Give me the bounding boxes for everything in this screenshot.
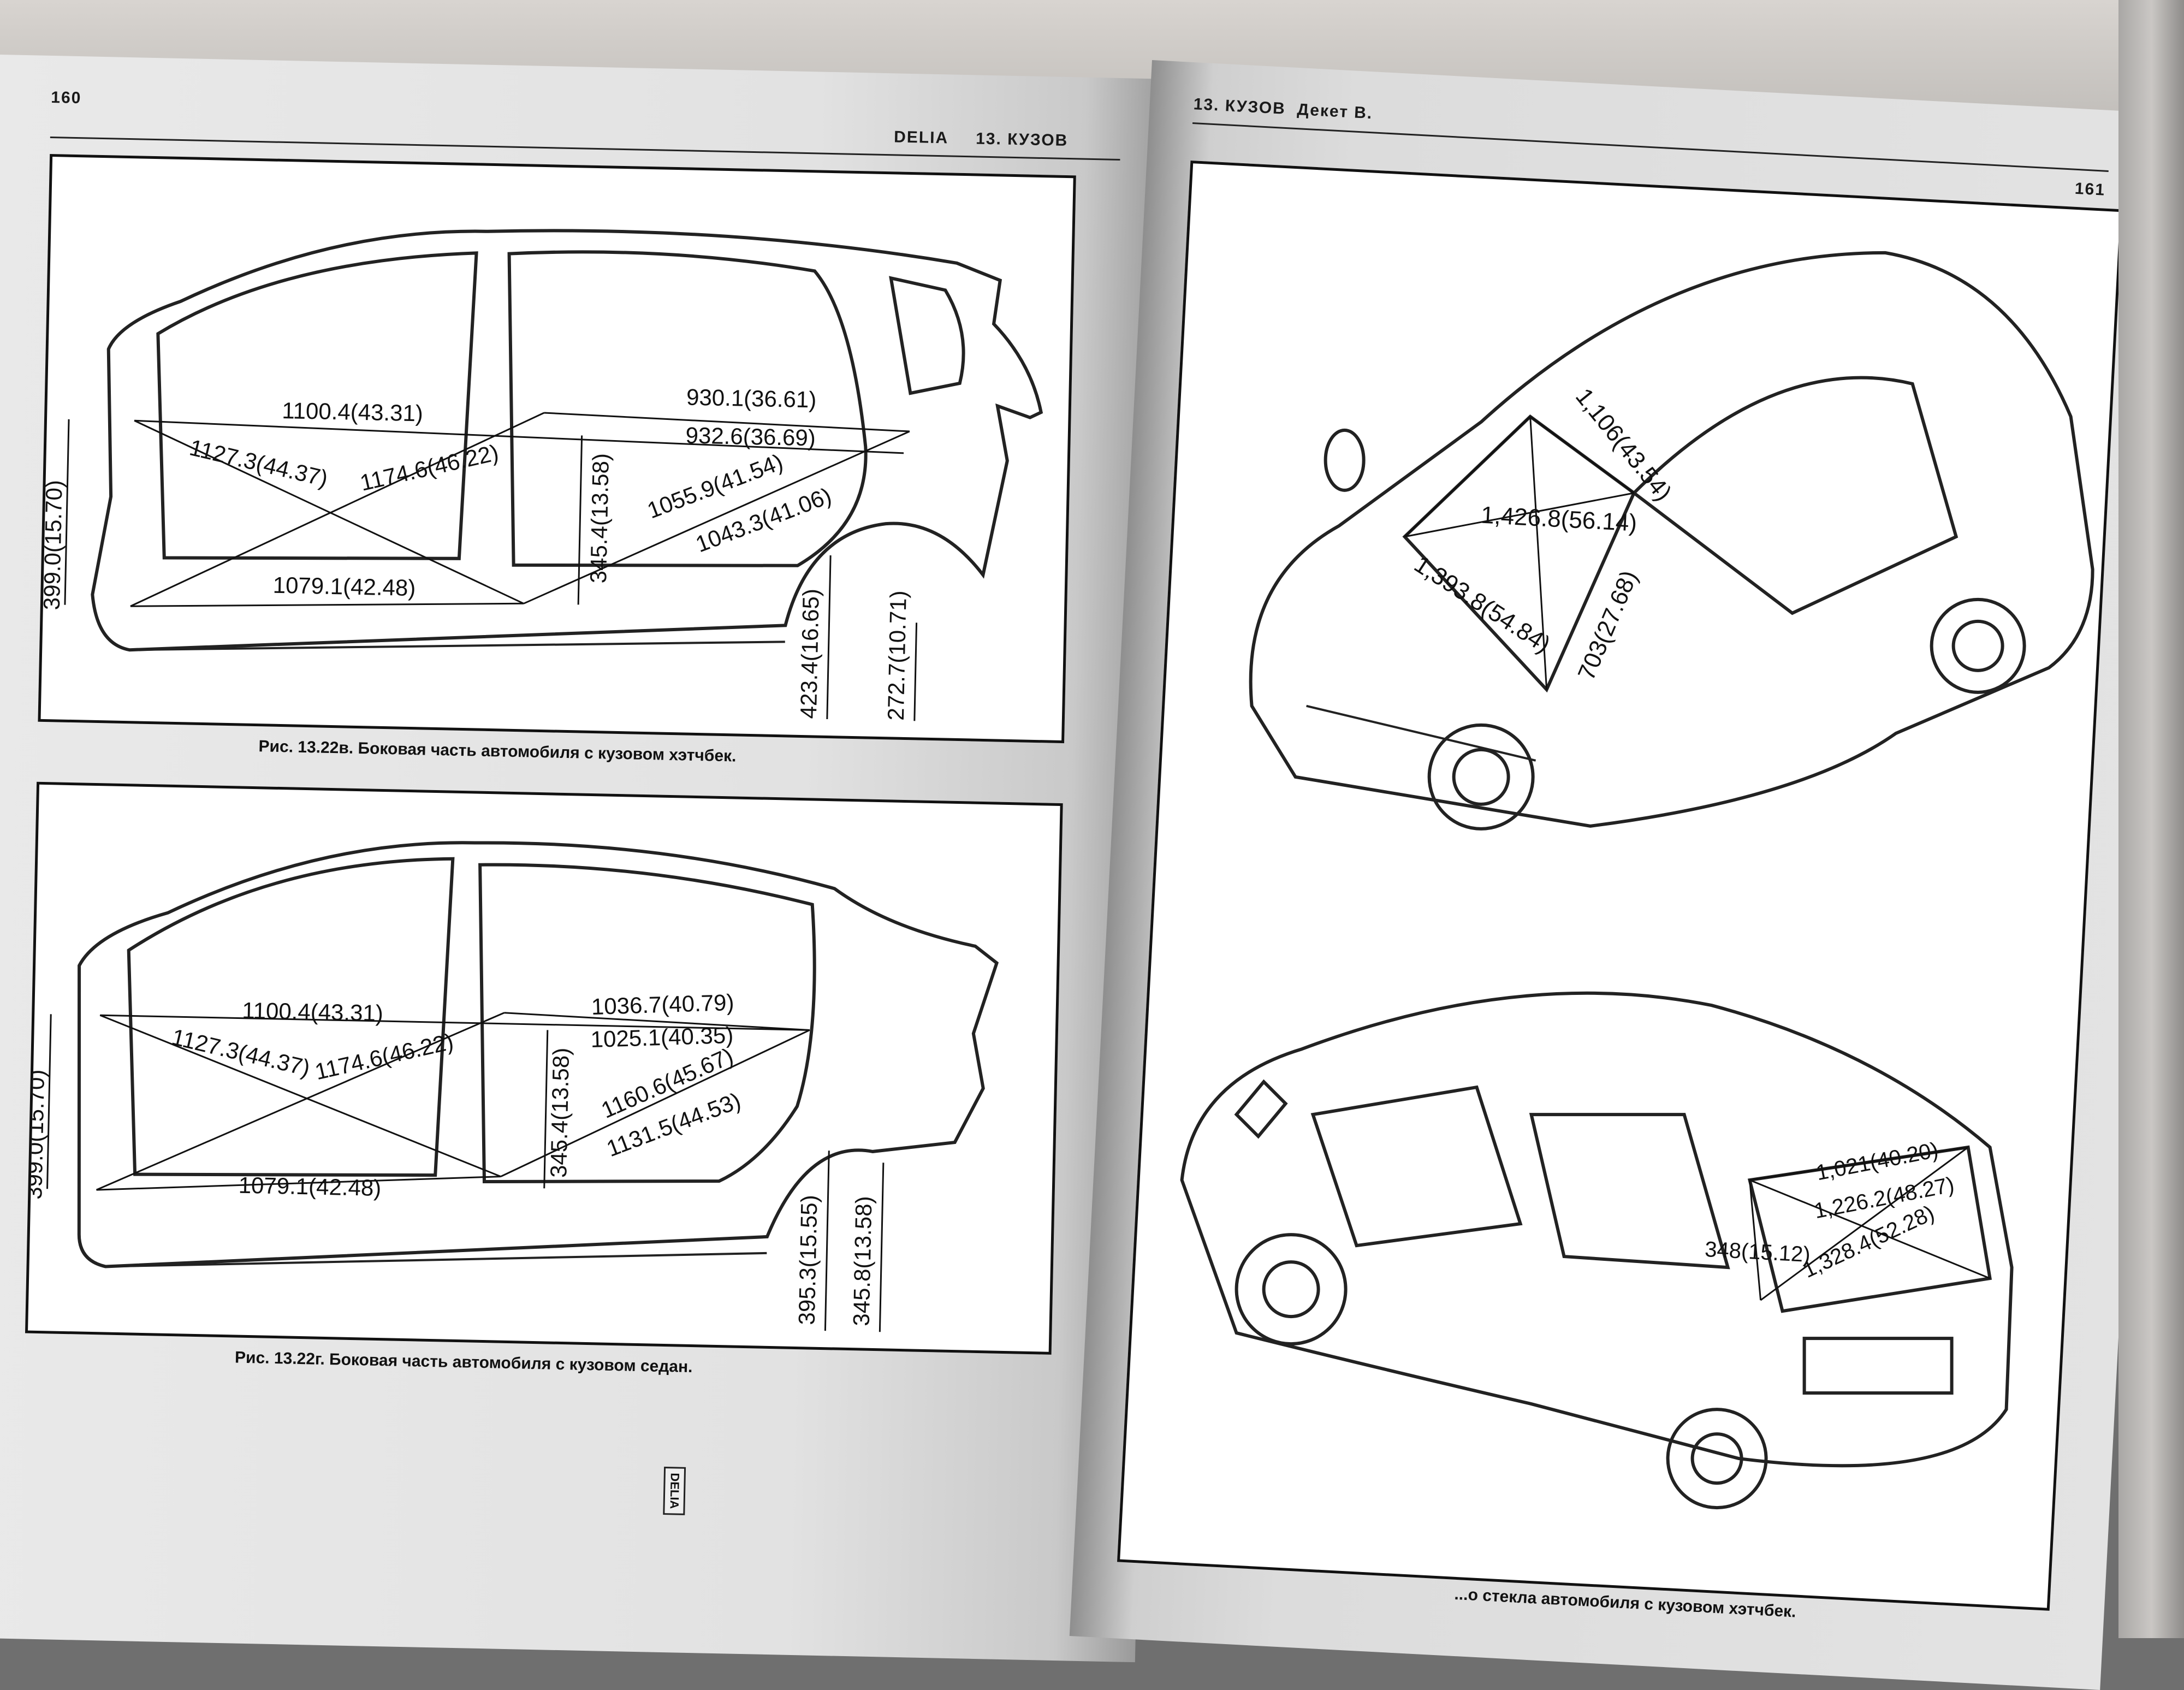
dim-label: 1079.1(42.48) [238, 1172, 381, 1201]
dim-label: 1174.6(46.22) [312, 1028, 455, 1084]
dim-label: 423.4(16.65) [796, 589, 824, 719]
caption-hatchback: Рис. 13.22в. Боковая часть автомобиля с … [258, 737, 737, 766]
header-brand-right: Декет В. [1296, 100, 1374, 123]
figure-sedan-side: 1100.4(43.31) 1036.7(40.79) 1025.1(40.35… [25, 781, 1063, 1355]
side-tab-label: DELIA [663, 1467, 686, 1515]
dim-label: 395.3(15.55) [794, 1195, 822, 1325]
page-number-right: 161 [2074, 179, 2106, 199]
dim-label: 932.6(36.69) [685, 422, 816, 450]
dim-label: 1079.1(42.48) [272, 572, 416, 601]
page-number-left: 160 [51, 88, 82, 108]
hatchback-glass-drawing: 1,106(43.54) 1,426.8(56.14) 1,393.8(54.8… [1180, 251, 2094, 1510]
dim-label: 1036.7(40.79) [591, 989, 734, 1019]
dim-label: 345.4(13.58) [545, 1047, 574, 1178]
right-page: 13. КУЗОВ Декет В. 161 [1069, 60, 2183, 1690]
header-rule-right [1192, 122, 2109, 172]
dim-label: 930.1(36.61) [686, 384, 817, 412]
dim-label: 1174.6(46.22) [358, 440, 501, 496]
dim-label: 1100.4(43.31) [242, 998, 383, 1026]
sedan-side-drawing: 1100.4(43.31) 1036.7(40.79) 1025.1(40.35… [28, 841, 999, 1332]
dim-label: 1127.3(44.37) [187, 434, 330, 491]
dim-label: 1100.4(43.31) [282, 398, 423, 426]
caption-sedan: Рис. 13.22г. Боковая часть автомобиля с … [234, 1348, 693, 1377]
figure-hatchback-glass: 1,106(43.54) 1,426.8(56.14) 1,393.8(54.8… [1117, 160, 2123, 1611]
header-brand: DELIA [893, 128, 949, 147]
dim-label: 272.7(10.71) [883, 590, 911, 721]
left-page: 160 DELIA 13. КУЗОВ [0, 55, 1168, 1663]
header-chapter-right: 13. КУЗОВ [1193, 95, 1286, 118]
dim-label: 399.0(15.70) [41, 480, 67, 610]
dim-label: 345.4(13.58) [585, 453, 614, 584]
book-page-edges [2118, 0, 2184, 1638]
dim-label: 1,106(43.54) [1570, 383, 1677, 506]
dim-label: 1,393.8(54.84) [1409, 551, 1555, 659]
dim-label: 345.8(13.58) [848, 1196, 877, 1326]
hatchback-side-drawing: 930.1(36.61) 1100.4(43.31) 932.6(36.69) … [41, 229, 1043, 721]
dim-label: 348(15.12) [1704, 1237, 1811, 1267]
dim-label: 1025.1(40.35) [590, 1022, 734, 1052]
figure-hatchback-side: 930.1(36.61) 1100.4(43.31) 932.6(36.69) … [38, 153, 1076, 744]
dim-label: 703(27.68) [1573, 567, 1643, 684]
dim-label: 1,426.8(56.14) [1480, 502, 1637, 537]
header-chapter-left: 13. КУЗОВ [975, 129, 1069, 150]
dim-label: 399.0(15.70) [28, 1069, 49, 1200]
